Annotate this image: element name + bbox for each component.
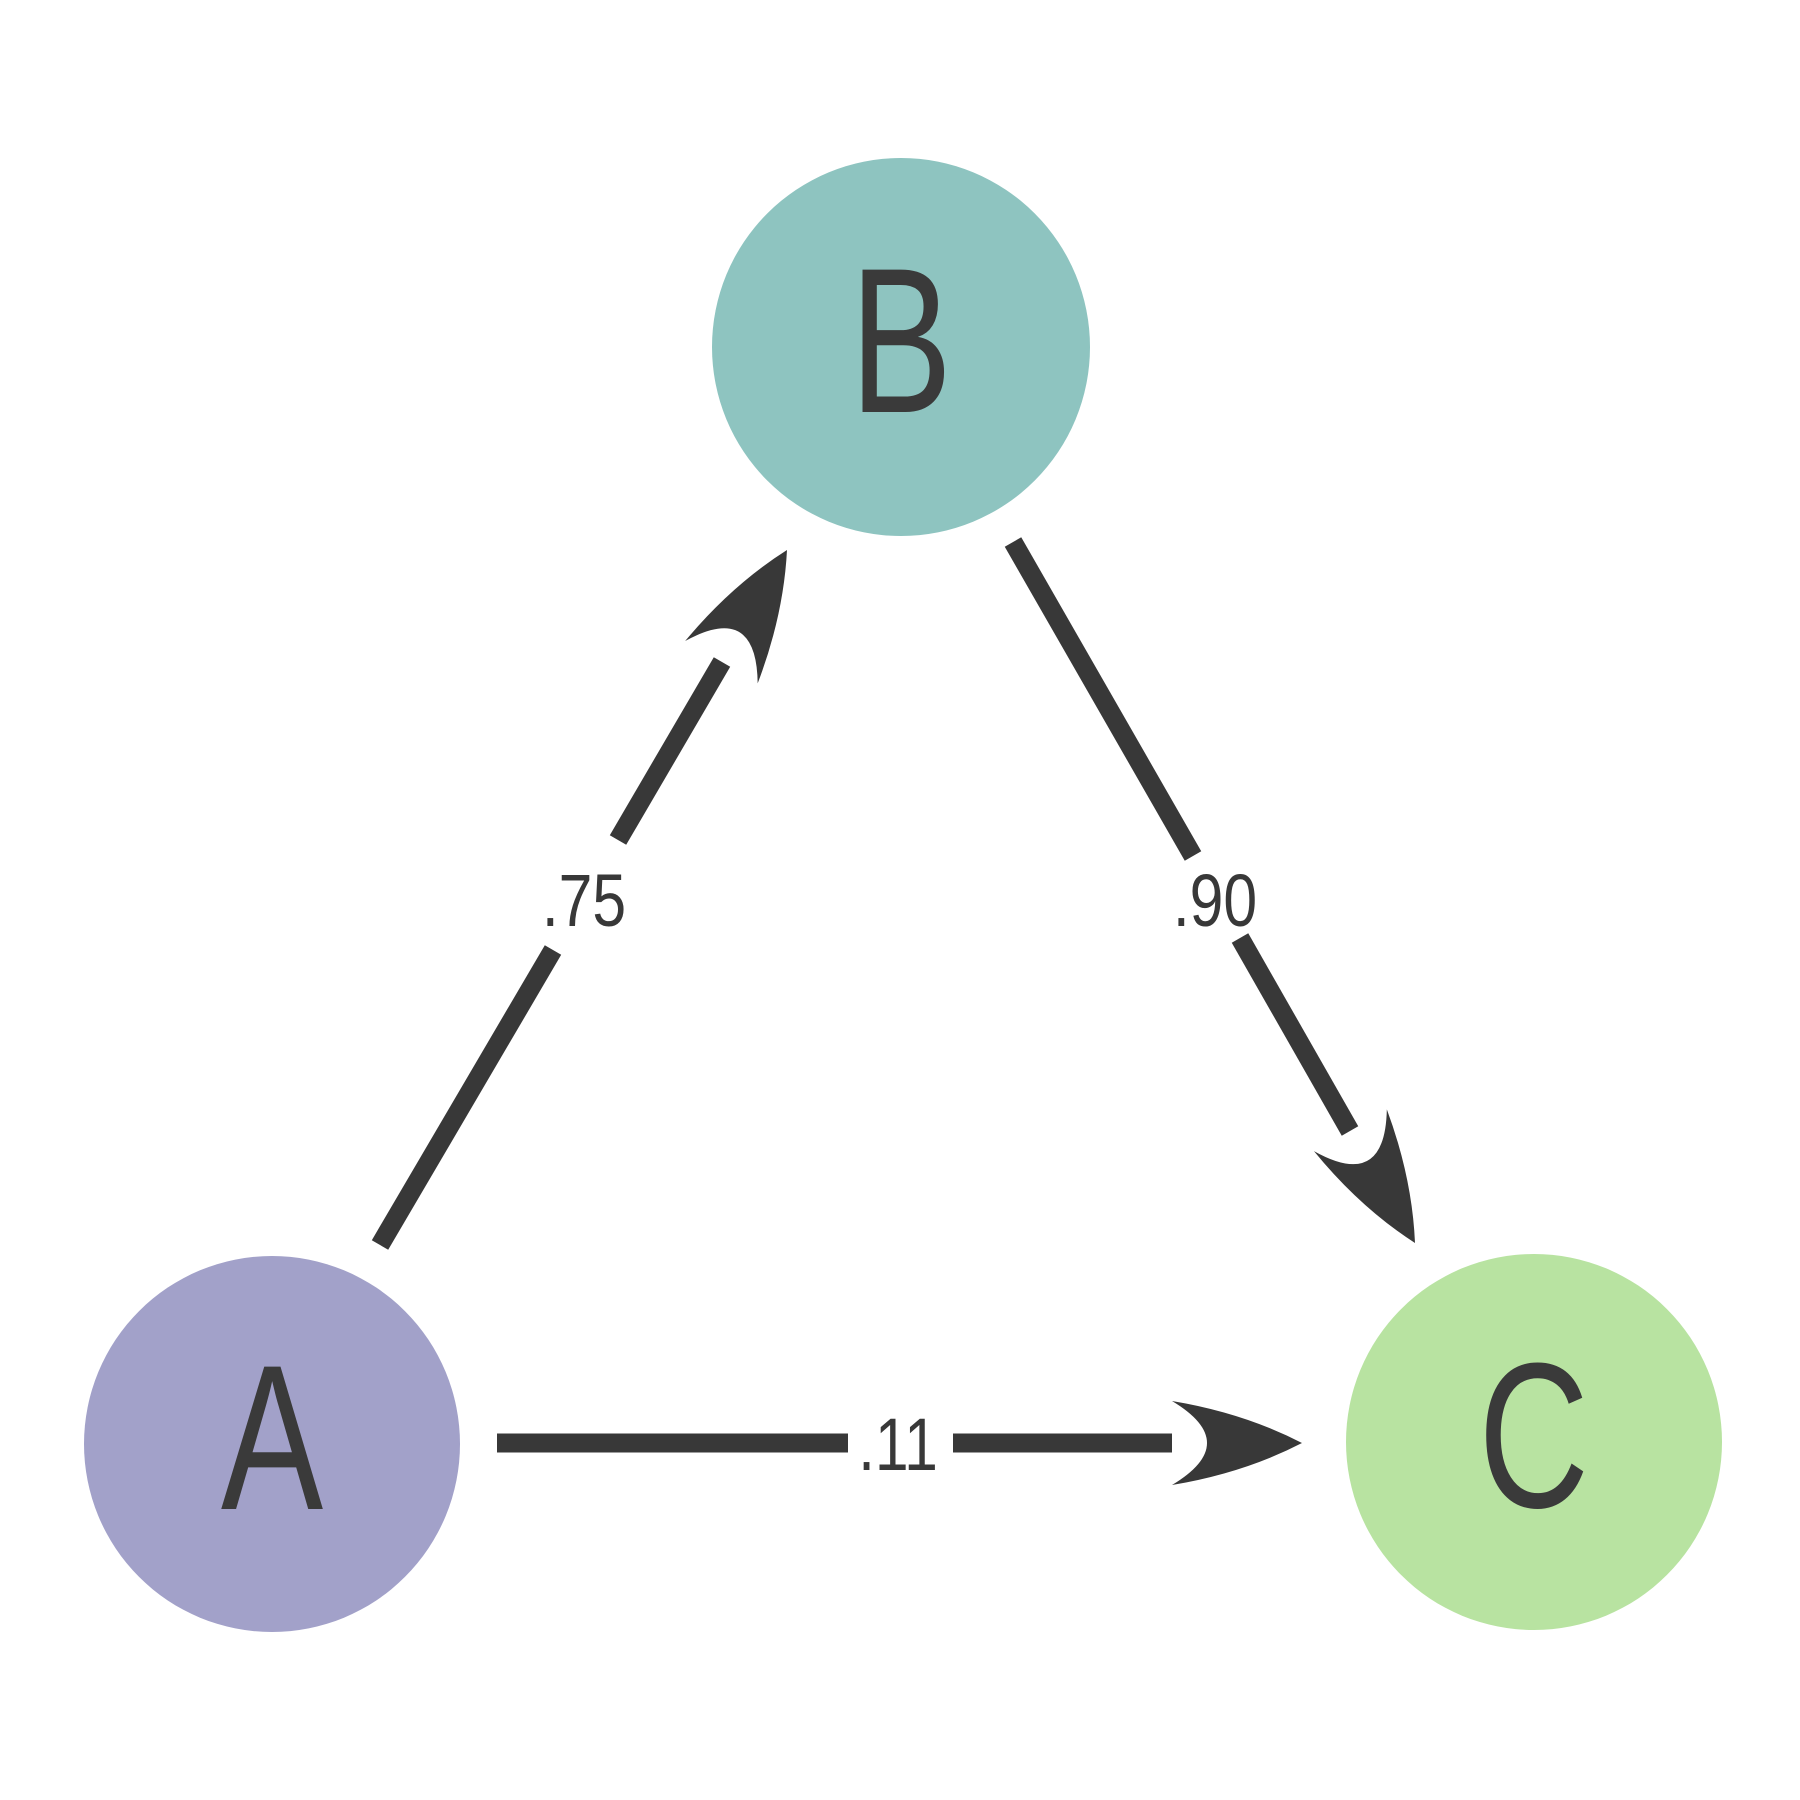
edge-b-c-shaft-2 <box>1231 933 1359 1136</box>
node-b: B <box>712 158 1090 536</box>
edge-b-c <box>1004 537 1415 1243</box>
arrowhead-b-c <box>1313 1109 1415 1243</box>
edge-b-c-weight-label: .90 <box>1172 859 1258 942</box>
arrowhead-a-c <box>1172 1401 1302 1485</box>
edge-a-c <box>497 1401 1302 1485</box>
node-c-label: C <box>1478 1319 1590 1551</box>
node-c: C <box>1346 1254 1722 1630</box>
edge-b-c-shaft-1 <box>1004 537 1202 861</box>
edge-a-b <box>371 550 787 1250</box>
edge-a-b-shaft-2 <box>609 657 731 845</box>
edge-a-c-weight-label: .11 <box>858 1403 938 1486</box>
arrowhead-a-b <box>685 550 787 684</box>
node-b-label: B <box>849 224 953 456</box>
edge-a-b-weight-label: .75 <box>541 859 627 942</box>
node-a-label: A <box>220 1321 324 1553</box>
node-a: A <box>84 1256 460 1632</box>
edge-a-b-shaft-1 <box>371 945 562 1250</box>
